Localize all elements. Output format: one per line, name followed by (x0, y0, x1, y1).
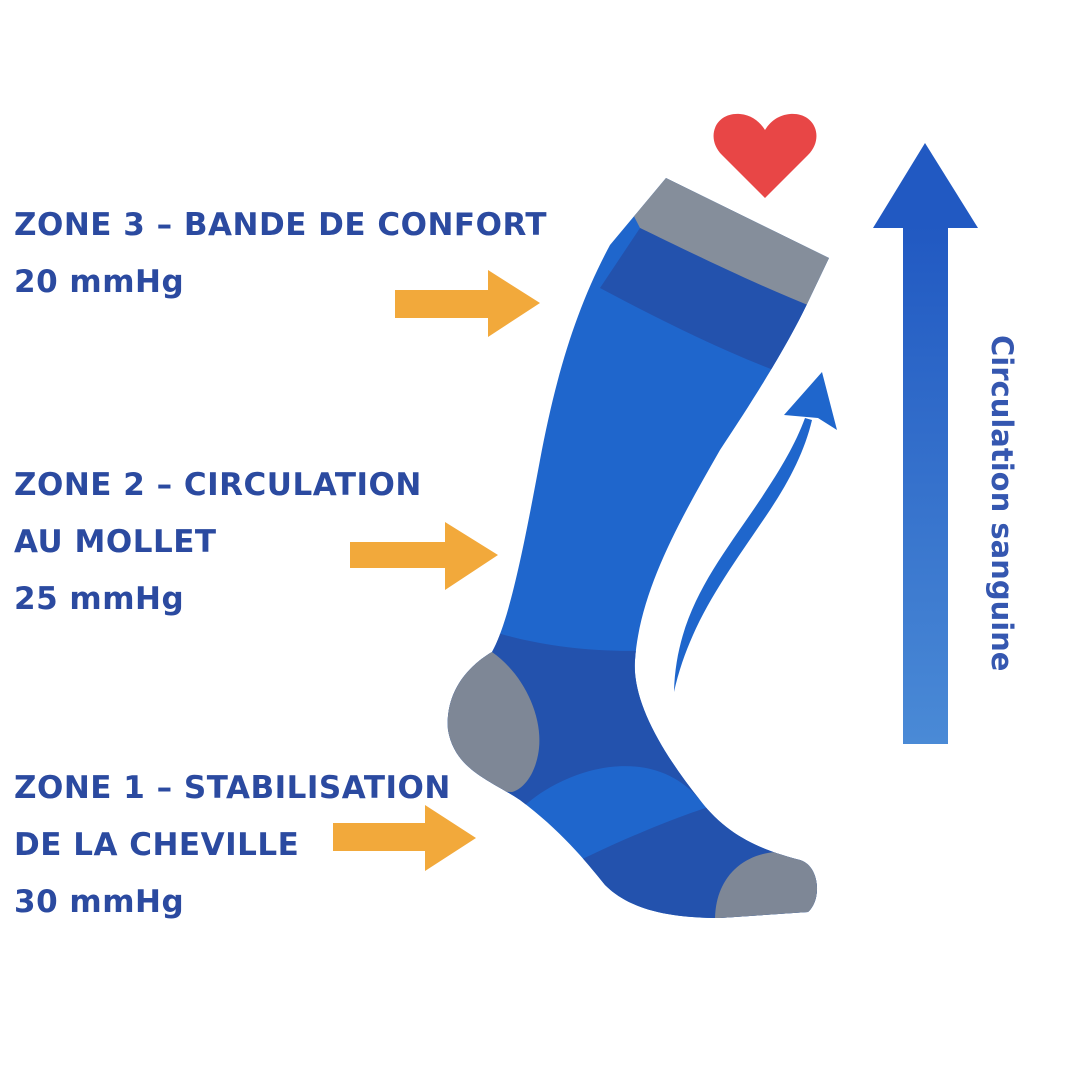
zone-2-pressure: 25 mmHg (14, 581, 185, 617)
zone-3-label: ZONE 3 – BANDE DE CONFORT 20 mmHg (14, 196, 547, 310)
zone-1-title-line2: DE LA CHEVILLE (14, 827, 300, 863)
blood-circulation-label: Circulation sanguine (985, 335, 1019, 672)
zone-1-pressure: 30 mmHg (14, 884, 185, 920)
curved-arrow-icon (674, 372, 837, 692)
zone-3-pressure: 20 mmHg (14, 264, 185, 300)
arrow-up-icon (873, 143, 978, 744)
heart-icon (713, 113, 817, 198)
zone-3-title: ZONE 3 – BANDE DE CONFORT (14, 207, 548, 243)
zone-2-title-line1: ZONE 2 – CIRCULATION (14, 467, 422, 503)
sock-comfort-band (600, 228, 820, 380)
arrow-right-icon (350, 522, 498, 590)
arrow-right-icon (395, 270, 540, 337)
zone-1-label: ZONE 1 – STABILISATION DE LA CHEVILLE 30… (14, 759, 451, 930)
arrow-right-icon (333, 805, 476, 871)
zone-2-label: ZONE 2 – CIRCULATION AU MOLLET 25 mmHg (14, 456, 422, 627)
zone-1-title-line1: ZONE 1 – STABILISATION (14, 770, 451, 806)
zone-2-title-line2: AU MOLLET (14, 524, 217, 560)
